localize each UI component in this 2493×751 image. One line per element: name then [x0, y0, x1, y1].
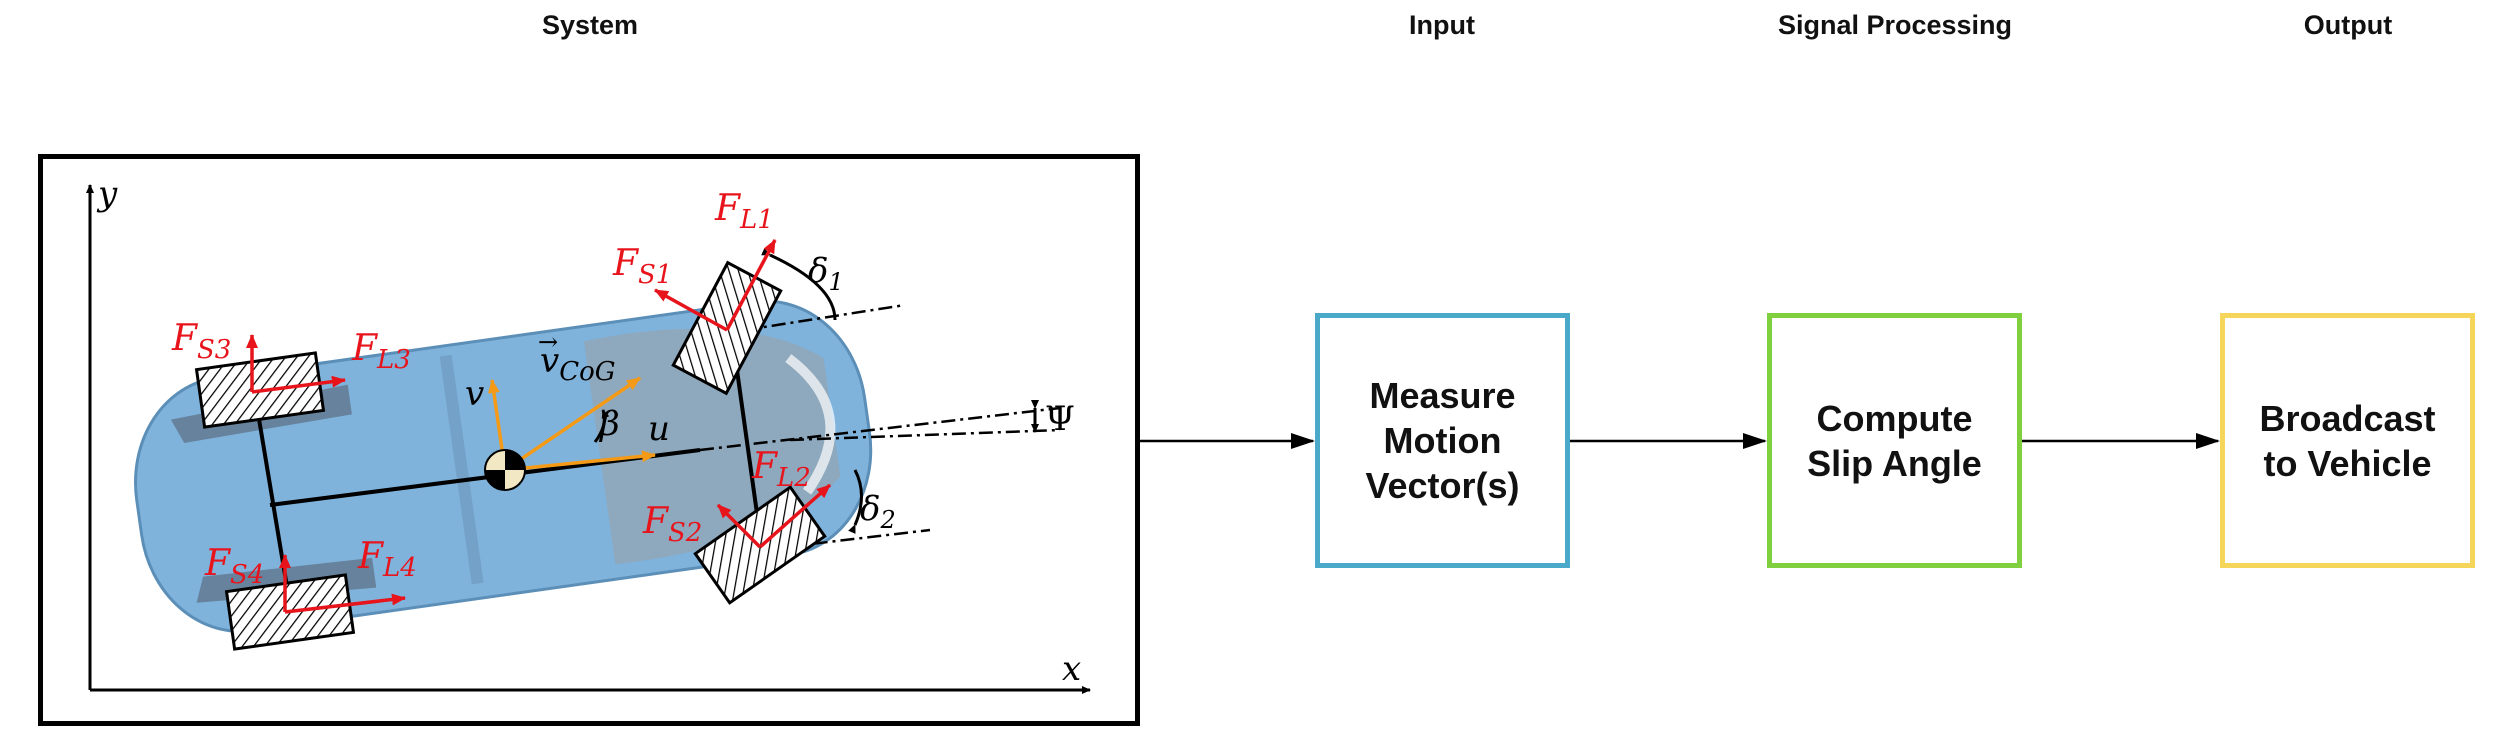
v-label: v	[465, 374, 484, 414]
vcog-vector-arrow: →	[538, 328, 558, 356]
vcog-label: vCoG	[540, 341, 616, 387]
y-axis-label: y	[96, 174, 118, 214]
force-fs2-arrow	[716, 503, 762, 549]
fl3-label: FL3	[351, 328, 411, 375]
broadcast-label: Broadcast to Vehicle	[2259, 397, 2436, 484]
fl2-label: FL2	[751, 446, 811, 493]
fl4-label: FL4	[357, 536, 417, 583]
force-fs1-arrow	[654, 288, 728, 332]
fl1-label: FL1	[714, 188, 774, 235]
beta-label: β	[598, 404, 620, 444]
force-fl1-arrow	[725, 239, 777, 331]
fs4-label: FS4	[204, 543, 264, 590]
fs2-label: FS2	[642, 501, 702, 548]
signal-processing-header: Signal Processing	[1777, 10, 2013, 40]
delta1-label: δ1	[808, 251, 844, 296]
fs3-label: FS3	[171, 318, 231, 365]
vehicle-model-figure: y x	[86, 174, 1091, 694]
force-fl2-arrow	[758, 483, 832, 549]
force-fl4-arrow	[284, 593, 406, 614]
velocity-vcog-arrow	[504, 376, 641, 472]
fs1-label: FS1	[612, 243, 672, 290]
broadcast-block: Broadcast to Vehicle	[2220, 313, 2475, 568]
system-header: System	[541, 10, 639, 40]
x-axis-label: x	[1062, 649, 1081, 689]
center-of-gravity-marker	[484, 449, 526, 491]
input-header: Input	[1409, 10, 1475, 40]
output-header: Output	[2303, 10, 2393, 40]
compute-slip-angle-block: Compute Slip Angle	[1767, 313, 2022, 568]
delta2-label: δ2	[860, 489, 896, 534]
velocity-u-arrow	[504, 450, 656, 472]
vehicle-model-panel: y x	[38, 154, 1140, 726]
psi-label: Ψ	[1045, 399, 1075, 439]
measure-motion-block: Measure Motion Vector(s)	[1315, 313, 1570, 568]
compute-slip-angle-label: Compute Slip Angle	[1807, 397, 1982, 484]
measure-motion-label: Measure Motion Vector(s)	[1365, 375, 1520, 506]
force-fl3-arrow	[251, 375, 346, 394]
u-label: u	[648, 409, 670, 449]
